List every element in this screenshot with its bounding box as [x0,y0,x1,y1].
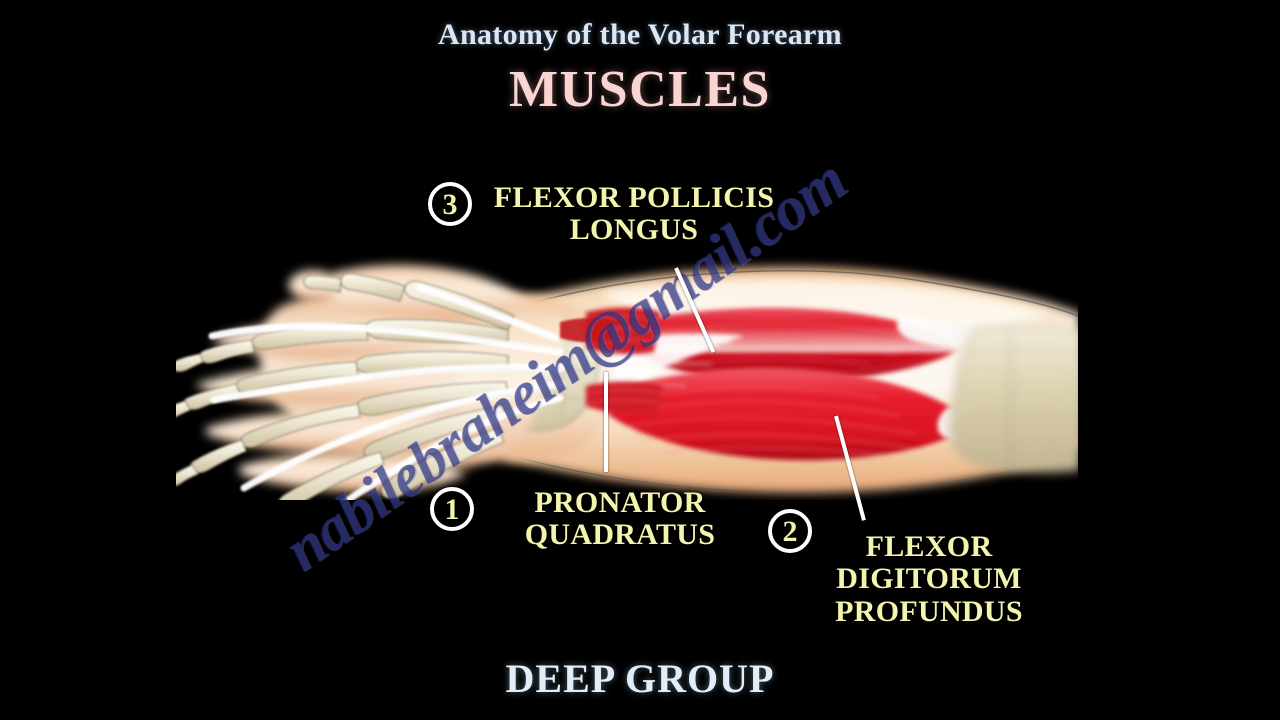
leader-line-1 [604,372,608,472]
callout-badge-2: 2 [768,509,812,553]
callout-label-2: FLEXOR DIGITORUM PROFUNDUS [835,530,1023,628]
callout-badge-3: 3 [428,182,472,226]
flexor-digitorum-profundus-muscle [604,368,975,461]
elbow-bones [950,326,1081,473]
callout-flexor-pollicis-longus[interactable]: 3 FLEXOR POLLICIS LONGUS [428,181,784,247]
callout-label-1: PRONATOR QUADRATUS [524,486,716,552]
callout-label-3: FLEXOR POLLICIS LONGUS [493,181,775,247]
hand-bones [157,273,515,563]
page-title: Anatomy of the Volar Forearm [438,18,842,51]
lumbrical-slips [560,318,616,343]
callout-flexor-digitorum-profundus[interactable]: 2 FLEXOR DIGITORUM PROFUNDUS [768,509,1034,628]
group-caption: DEEP GROUP [505,656,775,701]
flexor-tendon-sheen [359,325,563,427]
flexor-tendons-hand [208,284,566,556]
callout-pronator-quadratus[interactable]: 1 PRONATOR QUADRATUS [430,486,750,552]
callout-badge-1: 1 [430,487,474,531]
page-subtitle: MUSCLES [509,61,771,118]
